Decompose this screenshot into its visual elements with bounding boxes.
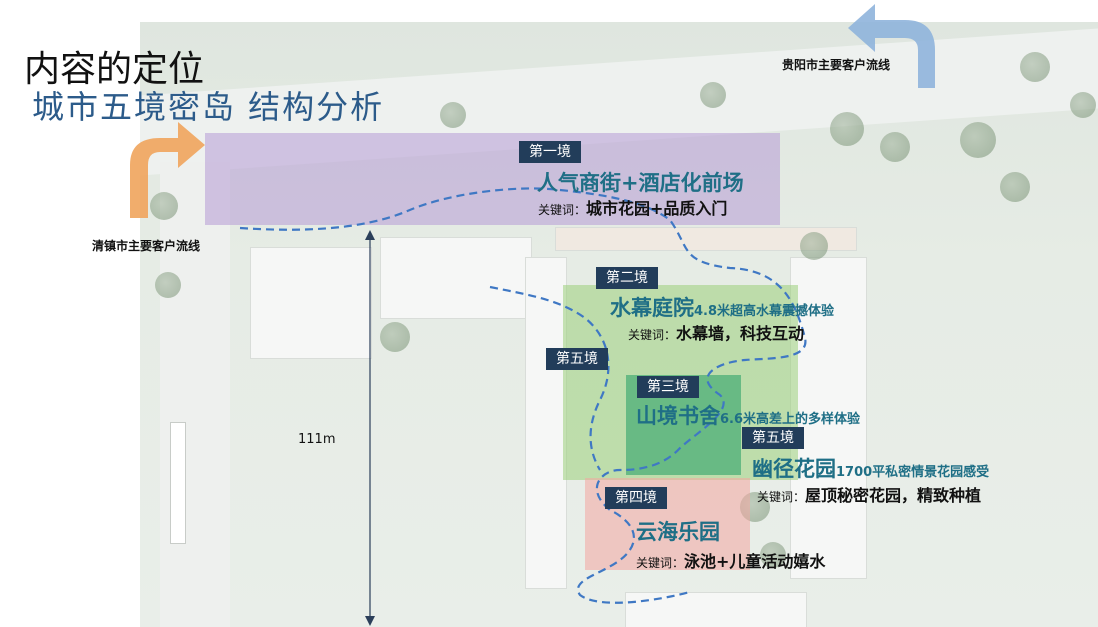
zone-2-desc: 4.8米超高水幕震撼体验 <box>694 304 835 319</box>
tree <box>440 102 466 128</box>
tree <box>700 82 726 108</box>
zone-5-name: 幽径花园 <box>752 457 836 481</box>
qingzhen-flow-label: 清镇市主要客户流线 <box>92 239 201 253</box>
zone-2-tag: 第二境 <box>596 267 658 289</box>
tree <box>155 272 181 298</box>
zone-5-keywords: 关键词：屋顶秘密花园，精致种植 <box>757 482 981 506</box>
tree <box>1000 172 1030 202</box>
zone-2-kw: 水幕墙，科技互动 <box>676 324 805 343</box>
road <box>170 422 186 544</box>
zone-2-keywords: 关键词：水幕墙，科技互动 <box>628 320 804 344</box>
building <box>250 247 372 359</box>
zone-5-kw-prefix: 关键词： <box>757 490 806 504</box>
tree <box>760 542 786 568</box>
page-title: 内容的定位 <box>24 49 205 90</box>
building <box>380 237 532 319</box>
guiyang-flow-arrow-icon <box>848 4 935 88</box>
qingzhen-flow-arrow-icon <box>130 122 205 218</box>
zone-3-heading: 山境书舍6.6米高差上的多样体验 <box>636 400 860 430</box>
zone-1-kw: 城市花园+品质入门 <box>586 199 728 218</box>
zone-3-desc: 6.6米高差上的多样体验 <box>720 412 861 427</box>
zone-1-tag: 第一境 <box>519 141 581 163</box>
zone-5-tag-left: 第五境 <box>546 348 608 370</box>
zone-5-kw: 屋顶秘密花园，精致种植 <box>805 486 982 505</box>
zone-2-heading: 水幕庭院4.8米超高水幕震撼体验 <box>610 292 834 322</box>
zone-5-heading: 幽径花园1700平私密情景花园感受 <box>752 453 989 483</box>
zone-4-keywords: 关键词：泳池+儿童活动嬉水 <box>636 548 825 572</box>
zone-4-kw-prefix: 关键词： <box>636 556 685 570</box>
zone-5-tag: 第五境 <box>742 427 804 449</box>
road <box>160 162 230 627</box>
distance-label: 111m <box>298 432 336 447</box>
zone-4-tag: 第四境 <box>605 487 667 509</box>
zone-1-area <box>205 133 780 225</box>
building <box>625 592 807 627</box>
tree <box>960 122 996 158</box>
zone-2-name: 水幕庭院 <box>610 296 694 320</box>
tree <box>1070 92 1096 118</box>
tree <box>380 322 410 352</box>
zone-5-desc: 1700平私密情景花园感受 <box>836 465 990 480</box>
tree <box>800 232 828 260</box>
tree <box>150 192 178 220</box>
zone-1-keywords: 关键词：城市花园+品质入门 <box>538 195 727 219</box>
zone-4-kw: 泳池+儿童活动嬉水 <box>684 552 826 571</box>
zone-4-name: 云海乐园 <box>636 520 720 544</box>
zone-1-kw-prefix: 关键词： <box>538 203 587 217</box>
zone-2-kw-prefix: 关键词： <box>628 328 677 342</box>
page-subtitle: 城市五境密岛 结构分析 <box>32 88 385 126</box>
tree <box>830 112 864 146</box>
tree <box>880 132 910 162</box>
tree <box>1020 52 1050 82</box>
circulation-path <box>239 187 807 604</box>
zone-1-name: 人气商街+酒店化前场 <box>537 171 744 195</box>
guiyang-flow-label: 贵阳市主要客户流线 <box>782 58 891 72</box>
zone-3-tag: 第三境 <box>637 376 699 398</box>
zone-3-name: 山境书舍 <box>636 404 720 428</box>
